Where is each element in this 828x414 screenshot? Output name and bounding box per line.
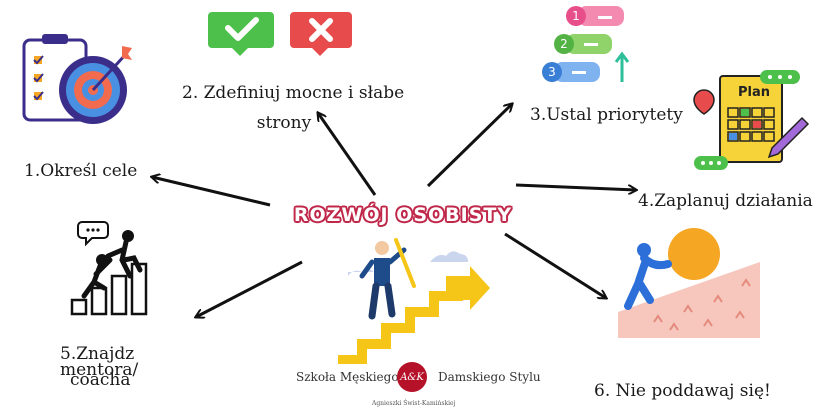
brand-author-text: Agnieszki Świst-Kamińskiej: [372, 400, 456, 407]
arrow-to-mentor: [196, 260, 303, 317]
central-title: ROZWÓJ OSOBISTY: [293, 204, 513, 226]
step-5-line1: 5.Znajdz: [60, 344, 135, 364]
arrow-to-strengths: [318, 113, 377, 196]
step-6-label: 6. Nie poddawaj się!: [594, 381, 771, 401]
push-ball-uphill-icon: [618, 228, 760, 338]
arrow-to-persist: [504, 232, 606, 298]
speech-bubble-icon: [77, 221, 109, 247]
step-1-label: 1.Określ cele: [24, 161, 138, 181]
priority-1-text: 1: [572, 9, 580, 23]
check-cross-icon: [208, 12, 352, 56]
target-clipboard-icon: [22, 34, 132, 124]
cross-icon: [309, 18, 333, 42]
step-5-line2: mentora/: [60, 360, 139, 380]
step-5-label: 5.Znajdz mentora/ coacha: [60, 344, 139, 390]
arrow-to-goals: [152, 177, 271, 207]
priority-list-icon: 1 2 3: [542, 6, 630, 82]
step-5-line3: coacha: [70, 370, 131, 390]
plan-calendar-icon: Plan: [693, 70, 810, 170]
stairs-climber-icon: [338, 238, 490, 364]
check-icon: [225, 17, 259, 41]
brand-left-text: Szkoła Męskiego: [296, 370, 399, 384]
priority-3-text: 3: [548, 65, 556, 79]
mentor-climbing-icon: [70, 221, 148, 316]
arrow-to-priorities: [426, 104, 512, 188]
brand-right-text: Damskiego Stylu: [438, 370, 541, 384]
step-2-line2: strony: [256, 113, 312, 133]
arrow-to-plan: [515, 183, 636, 190]
step-4-label: 4.Zaplanuj działania: [638, 191, 813, 211]
step-2-line1: 2. Zdefiniuj mocne i słabe: [182, 83, 405, 103]
plan-text: Plan: [738, 85, 770, 100]
brand-logo: A&K: [397, 362, 427, 392]
step-2-label: 2. Zdefiniuj mocne i słabe strony: [182, 82, 405, 134]
priority-2-text: 2: [560, 37, 568, 51]
step-3-label: 3.Ustal priorytety: [530, 105, 683, 125]
